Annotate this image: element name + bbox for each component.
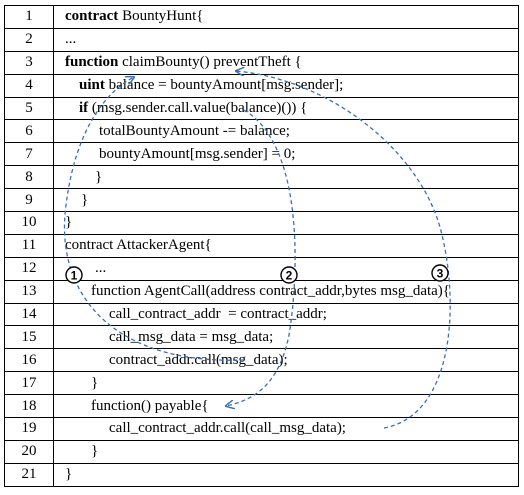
line-number: 10 (4, 211, 54, 235)
line-number: 6 (4, 119, 54, 144)
code-text: ... (65, 31, 77, 48)
line-number: 19 (4, 417, 54, 441)
line-number: 15 (4, 325, 54, 350)
code-text: } (81, 191, 89, 208)
code-line: } (53, 371, 519, 396)
line-number: 11 (4, 233, 54, 258)
code-line: contract BountyHunt{ (53, 5, 519, 29)
code-text: call_contract_addr.call(call_msg_data); (109, 420, 346, 437)
code-text: (msg.sender.call.value(balance)()) { (88, 100, 308, 116)
code-line: contract_addr.call(msg_data); (53, 348, 519, 373)
code-line: } (53, 188, 519, 213)
code-line: bountyAmount[msg.sender] = 0; (53, 142, 519, 167)
code-line: ... (53, 27, 519, 52)
code-text: } (91, 374, 99, 391)
code-row: 18 function() payable{ (4, 394, 519, 419)
code-line: function claimBounty() preventTheft { (53, 50, 519, 75)
code-row: 6 totalBountyAmount -= balance; (4, 119, 519, 144)
code-row: 10} (4, 211, 519, 235)
code-keyword: uint (79, 77, 105, 94)
code-row: 17} (4, 371, 519, 396)
line-number: 8 (4, 165, 54, 190)
code-text: ... (95, 260, 107, 277)
code-row: 9} (4, 188, 519, 213)
line-number: 14 (4, 302, 54, 327)
code-text: bountyAmount[msg.sender] = 0; (99, 145, 296, 162)
code-row: 21} (4, 462, 519, 487)
code-text: } (65, 214, 73, 231)
code-line: if (msg.sender.call.value(balance)()) { (53, 96, 519, 121)
code-text: claimBounty() preventTheft { (118, 54, 302, 71)
line-number: 9 (4, 188, 54, 213)
code-text: call_msg_data = msg_data; (109, 328, 274, 345)
code-row: 13 function AgentCall(address contract_ad… (4, 279, 519, 304)
line-number: 20 (4, 439, 54, 464)
line-number: 1 (4, 5, 54, 29)
code-line: call_contract_addr.call(call_msg_data); (53, 417, 519, 441)
code-line: } (53, 211, 519, 235)
code-line: uint balance = bountyAmount[msg.sender]; (53, 73, 519, 98)
code-row: 16 contract_addr.call(msg_data); (4, 348, 519, 373)
code-row: 7 bountyAmount[msg.sender] = 0; (4, 142, 519, 167)
code-line: function() payable{ (53, 394, 519, 419)
code-text: totalBountyAmount -= balance; (99, 122, 290, 139)
code-row: 12... (4, 256, 519, 281)
code-row: 8} (4, 165, 519, 190)
code-row: 11 contract AttackerAgent{ (4, 233, 519, 258)
code-text: } (95, 168, 103, 185)
code-row: 15 call_msg_data = msg_data; (4, 325, 519, 350)
code-row: 14 call_contract_addr = contract_addr; (4, 302, 519, 327)
code-line: function AgentCall(address contract_addr… (53, 279, 519, 304)
line-number: 13 (4, 279, 54, 304)
code-keyword: contract (65, 8, 119, 25)
line-number: 2 (4, 27, 54, 52)
code-line: contract AttackerAgent{ (53, 233, 519, 258)
code-line: ... (53, 256, 519, 281)
line-number: 17 (4, 371, 54, 396)
line-number: 7 (4, 142, 54, 167)
code-row: 2... (4, 27, 519, 52)
code-text: function() payable{ (91, 397, 209, 414)
code-text: contract AttackerAgent{ (65, 237, 212, 254)
code-row: 20} (4, 439, 519, 464)
code-text: balance = bountyAmount[msg.sender]; (104, 77, 344, 94)
code-keyword: function (65, 54, 119, 71)
line-number: 3 (4, 50, 54, 75)
code-line: } (53, 439, 519, 464)
code-keyword: if (79, 100, 89, 116)
code-text: contract_addr.call(msg_data); (109, 351, 288, 368)
code-text: function AgentCall(address contract_addr… (91, 283, 450, 300)
line-number: 18 (4, 394, 54, 419)
code-line: totalBountyAmount -= balance; (53, 119, 519, 144)
line-number: 4 (4, 73, 54, 98)
code-text: call_contract_addr = contract_addr; (109, 306, 327, 323)
code-line: } (53, 462, 519, 487)
line-number: 5 (4, 96, 54, 121)
code-text: } (65, 466, 73, 483)
line-number: 21 (4, 462, 54, 487)
line-number: 12 (4, 256, 54, 281)
code-line: call_msg_data = msg_data; (53, 325, 519, 350)
code-row: 19 call_contract_addr.call(call_msg_data)… (4, 417, 519, 441)
code-text: BountyHunt{ (118, 8, 204, 25)
code-line: call_contract_addr = contract_addr; (53, 302, 519, 327)
line-number: 16 (4, 348, 54, 373)
code-text: } (91, 443, 99, 460)
code-line: } (53, 165, 519, 190)
